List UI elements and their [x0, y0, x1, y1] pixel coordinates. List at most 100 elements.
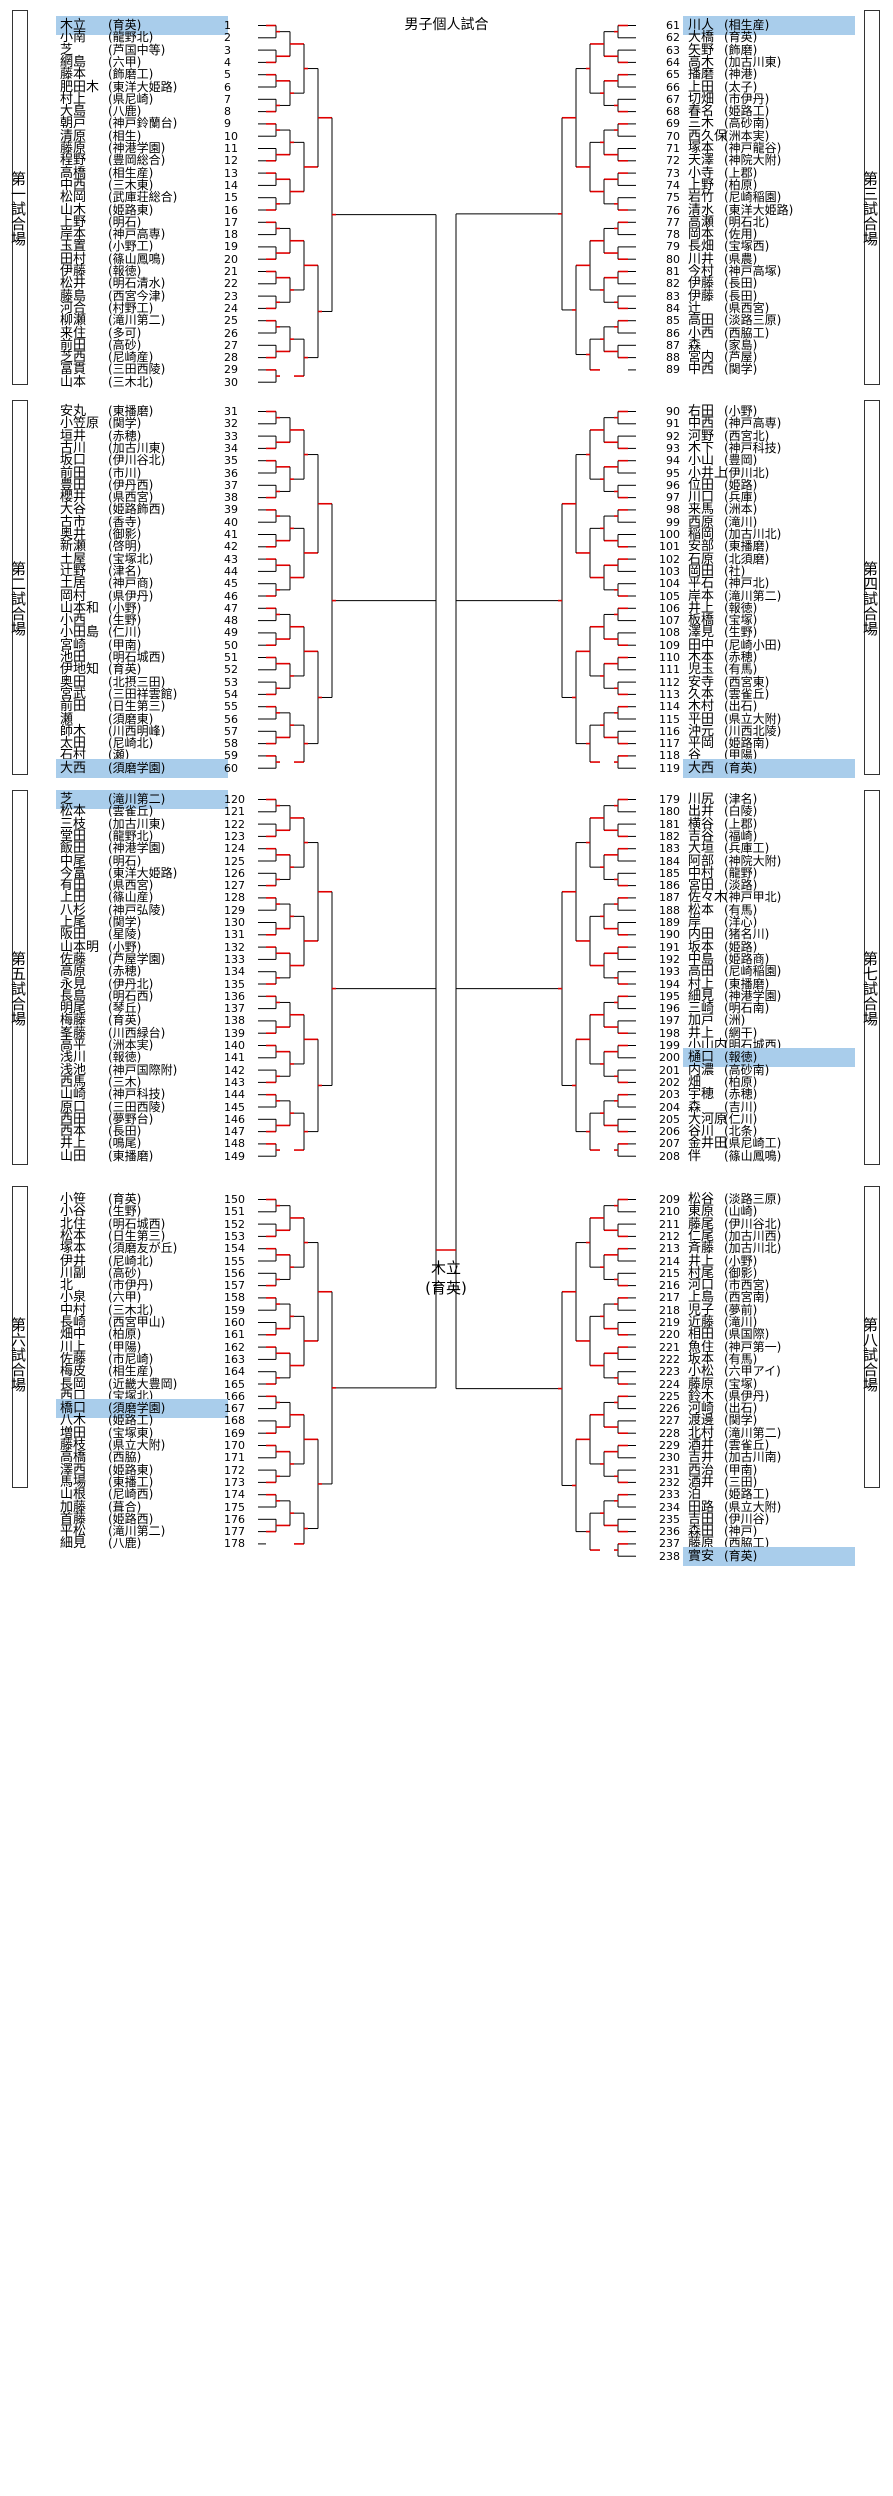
- entry-name: 西田: [60, 1111, 87, 1127]
- entry-name: 太田: [60, 736, 87, 752]
- entry-name: 高瀬: [688, 214, 715, 230]
- entry-seed: 15: [224, 191, 238, 205]
- entry-seed: 131: [224, 928, 245, 942]
- entry-seed: 61: [666, 19, 680, 32]
- entry-name: 峯藤: [60, 1025, 87, 1041]
- entry-name: 高田: [688, 313, 715, 329]
- entry-affiliation: (西宮東): [724, 674, 770, 689]
- entry-seed: 88: [666, 351, 680, 365]
- entry-name: 伊藤: [688, 288, 715, 304]
- entry-name: 堂田: [60, 828, 87, 844]
- entry-name: 梅皮: [60, 1364, 87, 1380]
- entry-name: 芝西: [60, 350, 87, 366]
- entry-name: 大西: [60, 760, 87, 776]
- entry-name: 古市: [60, 514, 87, 530]
- entry-seed: 101: [659, 540, 680, 554]
- entry-seed: 7: [224, 92, 231, 106]
- entry-name: 児子: [688, 1302, 715, 1318]
- block-label-8: 第八試合場: [861, 1186, 880, 1488]
- entry-affiliation: (長田): [724, 276, 758, 291]
- entry-name: 沖元: [688, 723, 715, 739]
- entry-seed: 191: [659, 940, 680, 954]
- entry-affiliation: (西脇工): [724, 325, 770, 340]
- entry-name: 吉井: [688, 1450, 715, 1466]
- entry-affiliation: (関学): [724, 1413, 758, 1428]
- entry-affiliation: (淡路三原): [724, 313, 782, 328]
- entry-affiliation: (神戸北): [724, 576, 770, 591]
- entry-name: 来馬: [688, 502, 715, 518]
- entry-affiliation: (赤穂): [724, 1087, 758, 1102]
- entry-seed: 3: [224, 43, 231, 57]
- entry-affiliation: (甲南): [108, 637, 142, 652]
- entry-affiliation: (姫路): [724, 477, 758, 492]
- entry-affiliation: (報徳): [724, 600, 758, 615]
- entry-seed: 100: [659, 528, 680, 541]
- entry-affiliation: (高砂): [108, 1265, 142, 1280]
- entry-name: 安寺: [688, 674, 715, 690]
- entry-seed: 124: [224, 842, 245, 856]
- entry-affiliation: (東播磨): [108, 404, 154, 418]
- entry-seed: 225: [659, 1389, 680, 1403]
- entry-seed: 73: [666, 166, 680, 180]
- entry-seed: 137: [224, 1002, 245, 1016]
- entry-seed: 235: [659, 1512, 680, 1526]
- entry-affiliation: (西脇): [108, 1450, 142, 1465]
- entry-affiliation: (明石西): [108, 988, 154, 1003]
- entry-name: 池田: [60, 650, 87, 665]
- entry-name: 伊地知: [60, 662, 100, 678]
- entry-seed: 129: [224, 903, 245, 917]
- entry-seed: 212: [659, 1229, 680, 1243]
- entry-seed: 77: [666, 215, 680, 229]
- entry-seed: 34: [224, 441, 238, 455]
- entry-seed: 63: [666, 43, 680, 57]
- entry-name: 松井: [60, 276, 87, 292]
- entry-affiliation: (市伊丹): [724, 91, 770, 106]
- entry-affiliation: (関学): [108, 915, 142, 929]
- entry-seed: 107: [659, 614, 680, 628]
- entry-affiliation: (伊丹北): [108, 976, 154, 991]
- entry-seed: 80: [666, 252, 680, 266]
- entry-affiliation: (須磨友が丘): [108, 1241, 178, 1256]
- block-label-4: 第四試合場: [861, 400, 880, 775]
- entry-affiliation: (報徳): [108, 1050, 142, 1065]
- entry-affiliation: (西宮北): [724, 428, 770, 443]
- entry-affiliation: (明石城西): [108, 1216, 166, 1231]
- entry-seed: 196: [659, 1002, 680, 1016]
- entry-seed: 140: [224, 1039, 245, 1052]
- entry-affiliation: (仁川): [108, 625, 142, 640]
- entry-affiliation: (神戸高専): [724, 416, 782, 431]
- entry-seed: 84: [666, 301, 680, 315]
- entry-affiliation: (日生第三): [108, 1228, 166, 1243]
- entry-name: 前田: [60, 337, 87, 353]
- entry-name: 河合: [60, 300, 87, 316]
- entry-seed: 192: [659, 952, 680, 966]
- entry-seed: 146: [224, 1112, 245, 1126]
- entry-name: 木下: [688, 440, 715, 456]
- entry-affiliation: (芦屋学園): [108, 951, 166, 966]
- entry-name: 近藤: [688, 1315, 715, 1330]
- entry-affiliation: (八鹿): [108, 1536, 142, 1551]
- entry-affiliation: (網干): [724, 1025, 758, 1040]
- entry-affiliation: (神戸商): [108, 576, 154, 591]
- entry-name: 師木: [60, 723, 87, 739]
- entry-affiliation: (長田): [724, 288, 758, 303]
- entry-seed: 58: [224, 737, 238, 751]
- entry-seed: 8: [224, 105, 231, 119]
- entry-affiliation: (神港): [724, 67, 758, 82]
- entry-name: 長崎: [60, 1315, 87, 1330]
- entry-affiliation: (三木): [108, 1074, 142, 1089]
- entry-seed: 202: [659, 1075, 680, 1089]
- champion-name: 木立: [430, 1259, 461, 1277]
- entry-seed: 12: [224, 154, 238, 168]
- entry-seed: 136: [224, 989, 245, 1003]
- entry-seed: 167: [224, 1402, 245, 1416]
- entry-name: 佐藤: [60, 951, 87, 967]
- entry-seed: 125: [224, 854, 245, 868]
- entry-seed: 168: [224, 1414, 245, 1428]
- entry-name: 川副: [60, 1265, 87, 1281]
- entry-name: 村尾: [688, 1265, 715, 1281]
- block-label-text: 第五試合場: [9, 951, 27, 1026]
- entry-affiliation: (姫路西): [108, 1511, 154, 1526]
- entry-affiliation: (洋心): [724, 915, 758, 929]
- entry-affiliation: (龍野北): [108, 30, 154, 45]
